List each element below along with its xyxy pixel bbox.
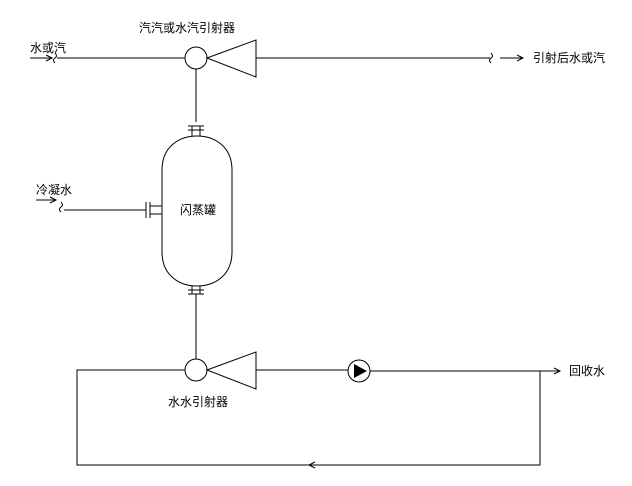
recirculation-loop-pipe [76, 369, 541, 466]
pump-icon [347, 359, 371, 383]
label-condensate: 冷凝水 [36, 182, 72, 197]
label-inlet-top: 水或汽 [30, 40, 66, 55]
label-water-ejector: 水水引射器 [168, 394, 228, 409]
return-water-arrowhead [553, 367, 562, 375]
loop-flow-arrow [307, 461, 316, 469]
outlet-arrow [489, 52, 525, 64]
label-steam-ejector: 汽汽或水汽引射器 [139, 20, 235, 35]
label-outlet-top: 引射后水或汽 [533, 50, 605, 65]
label-flash-tank: 闪蒸罐 [180, 203, 216, 217]
inlet-arrow [30, 52, 57, 64]
tank-side-flange [145, 202, 162, 218]
tank-bottom-flange [188, 286, 204, 295]
tank-top-flange [188, 125, 204, 136]
condensate-arrow [36, 196, 63, 213]
label-return-water: 回收水 [569, 364, 605, 378]
flash-tank-vessel [161, 135, 233, 287]
